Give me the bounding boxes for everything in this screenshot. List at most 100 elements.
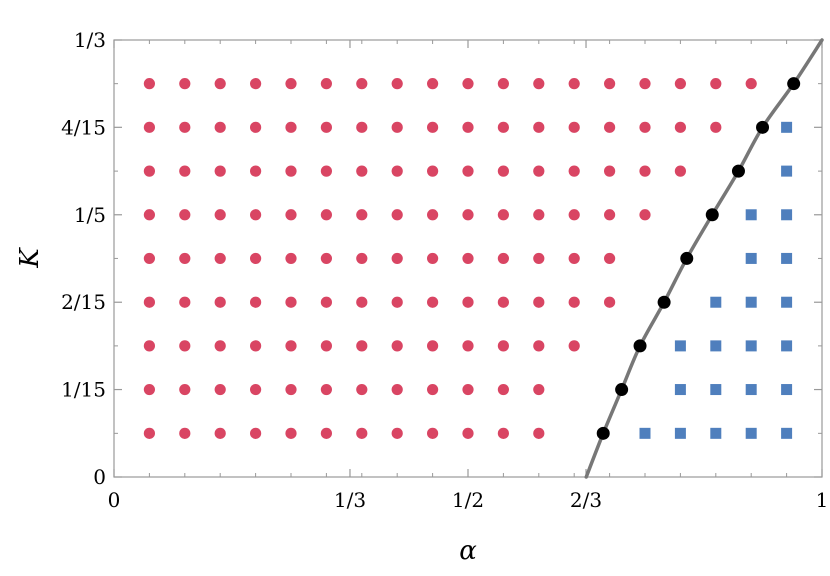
red-point: [427, 340, 439, 352]
red-point: [179, 252, 191, 265]
red-point: [285, 165, 297, 177]
red-point: [568, 296, 580, 308]
red-point: [356, 165, 368, 177]
red-point: [710, 78, 722, 90]
red-point: [179, 121, 191, 133]
red-point: [143, 165, 155, 177]
red-point: [604, 165, 616, 177]
red-point: [250, 209, 262, 221]
minor-ticks: [114, 40, 822, 477]
red-point: [497, 252, 509, 265]
blue-square: [639, 427, 651, 439]
red-point: [285, 209, 297, 221]
black-point: [705, 208, 719, 222]
red-point: [285, 383, 297, 396]
black-point: [633, 339, 647, 353]
red-point: [604, 78, 616, 90]
red-point: [427, 121, 439, 133]
red-point: [214, 209, 226, 221]
red-point: [462, 78, 474, 90]
red-point: [533, 383, 545, 396]
red-point: [391, 209, 403, 221]
red-point: [568, 340, 580, 352]
red-point: [462, 340, 474, 352]
x-tick-label: 2/3: [570, 488, 602, 512]
red-point: [250, 121, 262, 133]
red-point: [179, 78, 191, 90]
red-point: [462, 121, 474, 133]
blue-square: [710, 340, 722, 352]
red-point: [462, 383, 474, 396]
blue-square: [781, 121, 793, 133]
red-point: [533, 209, 545, 221]
red-point: [462, 165, 474, 177]
red-point: [356, 340, 368, 352]
red-point: [427, 165, 439, 177]
red-point: [179, 383, 191, 396]
x-tick-label: 1/2: [452, 488, 484, 512]
black-point: [731, 164, 745, 178]
red-point: [568, 209, 580, 221]
red-point: [745, 78, 757, 90]
red-point: [497, 427, 509, 439]
red-point: [497, 209, 509, 221]
red-point: [497, 165, 509, 177]
red-point: [391, 383, 403, 396]
markers: [143, 77, 801, 440]
red-point: [179, 165, 191, 177]
red-point: [462, 427, 474, 439]
red-point: [320, 209, 332, 221]
blue-square: [781, 340, 793, 352]
y-axis-title: K: [15, 247, 45, 269]
blue-square: [710, 427, 722, 439]
blue-square: [745, 340, 757, 352]
blue-square: [781, 427, 793, 439]
blue-square: [745, 427, 757, 439]
red-point: [320, 165, 332, 177]
red-point: [639, 165, 651, 177]
y-tick-label: 1/15: [61, 378, 106, 402]
blue-square: [781, 296, 793, 308]
y-tick-label: 2/15: [61, 290, 106, 314]
red-point: [179, 340, 191, 352]
red-point: [533, 78, 545, 90]
red-point: [356, 427, 368, 439]
red-point: [533, 296, 545, 308]
red-point: [568, 165, 580, 177]
red-point: [533, 121, 545, 133]
red-point: [250, 252, 262, 265]
red-point: [143, 427, 155, 439]
red-point: [391, 340, 403, 352]
blue-square: [745, 252, 757, 264]
red-point: [320, 78, 332, 90]
red-point: [427, 383, 439, 396]
y-tick-label: 0: [93, 465, 106, 489]
red-point: [710, 121, 722, 133]
red-point: [391, 296, 403, 308]
red-point: [320, 340, 332, 352]
red-point: [143, 78, 155, 90]
blue-square: [781, 384, 793, 396]
black-point: [787, 77, 801, 91]
blue-square: [674, 427, 686, 439]
x-tick-label: 1: [816, 488, 829, 512]
red-point: [497, 296, 509, 308]
red-point: [250, 427, 262, 439]
red-point: [497, 121, 509, 133]
y-tick-label: 1/5: [74, 203, 106, 227]
red-point: [356, 78, 368, 90]
red-point: [214, 340, 226, 352]
red-point: [639, 209, 651, 221]
red-point: [320, 252, 332, 265]
red-point: [427, 296, 439, 308]
red-point: [356, 296, 368, 308]
red-point: [674, 165, 687, 177]
red-point: [143, 340, 155, 352]
blue-square: [781, 209, 793, 221]
red-point: [285, 340, 297, 352]
red-point: [320, 427, 332, 439]
red-point: [285, 252, 297, 265]
red-point: [427, 78, 439, 90]
red-point: [391, 78, 403, 90]
